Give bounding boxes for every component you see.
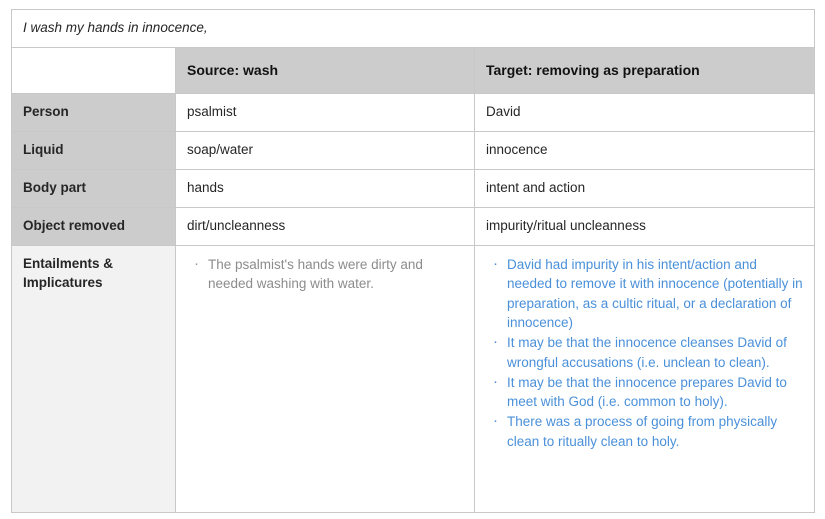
list-item: It may be that the innocence prepares Da… xyxy=(493,372,803,412)
header-target: Target: removing as preparation xyxy=(474,46,815,95)
table-row: Liquid soap/water innocence xyxy=(11,131,815,171)
list-item: The psalmist's hands were dirty and need… xyxy=(194,254,463,294)
header-source: Source: wash xyxy=(175,46,475,95)
row-label-person: Person xyxy=(11,93,176,133)
cell-source-person: psalmist xyxy=(175,93,475,133)
cell-source-liquid: soap/water xyxy=(175,131,475,171)
row-label-object-removed: Object removed xyxy=(11,207,176,247)
cell-target-object-removed: impurity/ritual uncleanness xyxy=(474,207,815,247)
list-item: It may be that the innocence cleanses Da… xyxy=(493,332,803,372)
cell-target-liquid: innocence xyxy=(474,131,815,171)
table-caption-row: I wash my hands in innocence, xyxy=(11,9,815,48)
row-label-entailments: Entailments & Implicatures xyxy=(11,245,176,514)
table-header-row: Source: wash Target: removing as prepara… xyxy=(11,46,815,95)
table-row: Body part hands intent and action xyxy=(11,169,815,209)
row-label-liquid: Liquid xyxy=(11,131,176,171)
cell-source-body-part: hands xyxy=(175,169,475,209)
cell-target-body-part: intent and action xyxy=(474,169,815,209)
metaphor-mapping-table: I wash my hands in innocence, Source: wa… xyxy=(11,9,815,514)
cell-target-person: David xyxy=(474,93,815,133)
cell-target-entailments: David had impurity in his intent/action … xyxy=(474,245,815,514)
row-label-body-part: Body part xyxy=(11,169,176,209)
cell-source-object-removed: dirt/uncleanness xyxy=(175,207,475,247)
table-caption: I wash my hands in innocence, xyxy=(11,9,815,48)
metaphor-table-container: I wash my hands in innocence, Source: wa… xyxy=(11,9,815,514)
table-row: Person psalmist David xyxy=(11,93,815,133)
table-row-entailments: Entailments & Implicatures The psalmist'… xyxy=(11,245,815,514)
header-corner-cell xyxy=(11,46,176,95)
list-item: There was a process of going from physic… xyxy=(493,411,803,451)
source-entailments-list: The psalmist's hands were dirty and need… xyxy=(187,254,463,294)
cell-source-entailments: The psalmist's hands were dirty and need… xyxy=(175,245,475,514)
list-item: David had impurity in his intent/action … xyxy=(493,254,803,332)
table-row: Object removed dirt/uncleanness impurity… xyxy=(11,207,815,247)
target-entailments-list: David had impurity in his intent/action … xyxy=(486,254,803,451)
